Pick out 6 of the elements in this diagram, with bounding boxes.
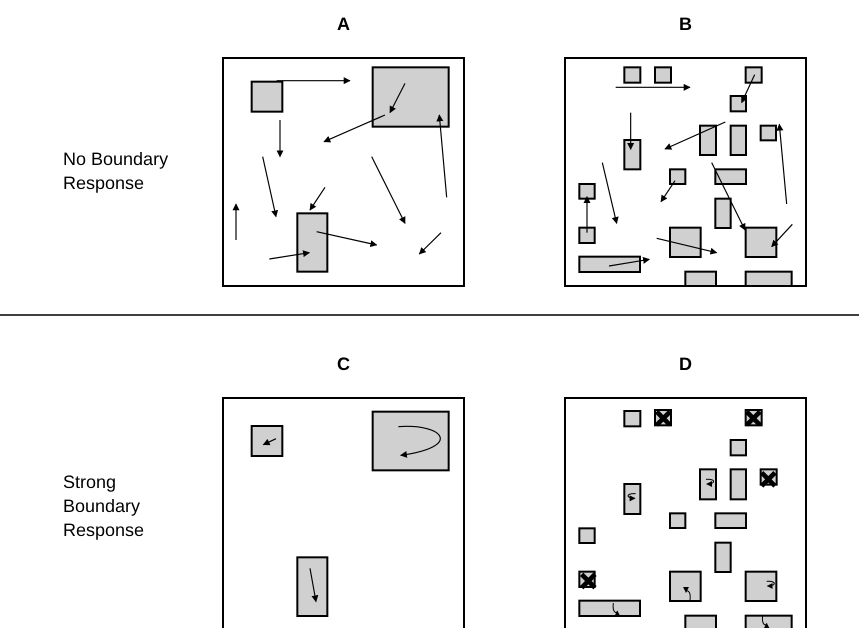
panel-heading: D	[679, 353, 692, 375]
row-label: No Boundary Response	[63, 148, 170, 195]
panel-heading: A	[337, 13, 350, 35]
panel-heading: B	[679, 13, 692, 35]
panel-heading: C	[337, 353, 350, 375]
row-label: Strong Boundary Response	[63, 471, 146, 542]
